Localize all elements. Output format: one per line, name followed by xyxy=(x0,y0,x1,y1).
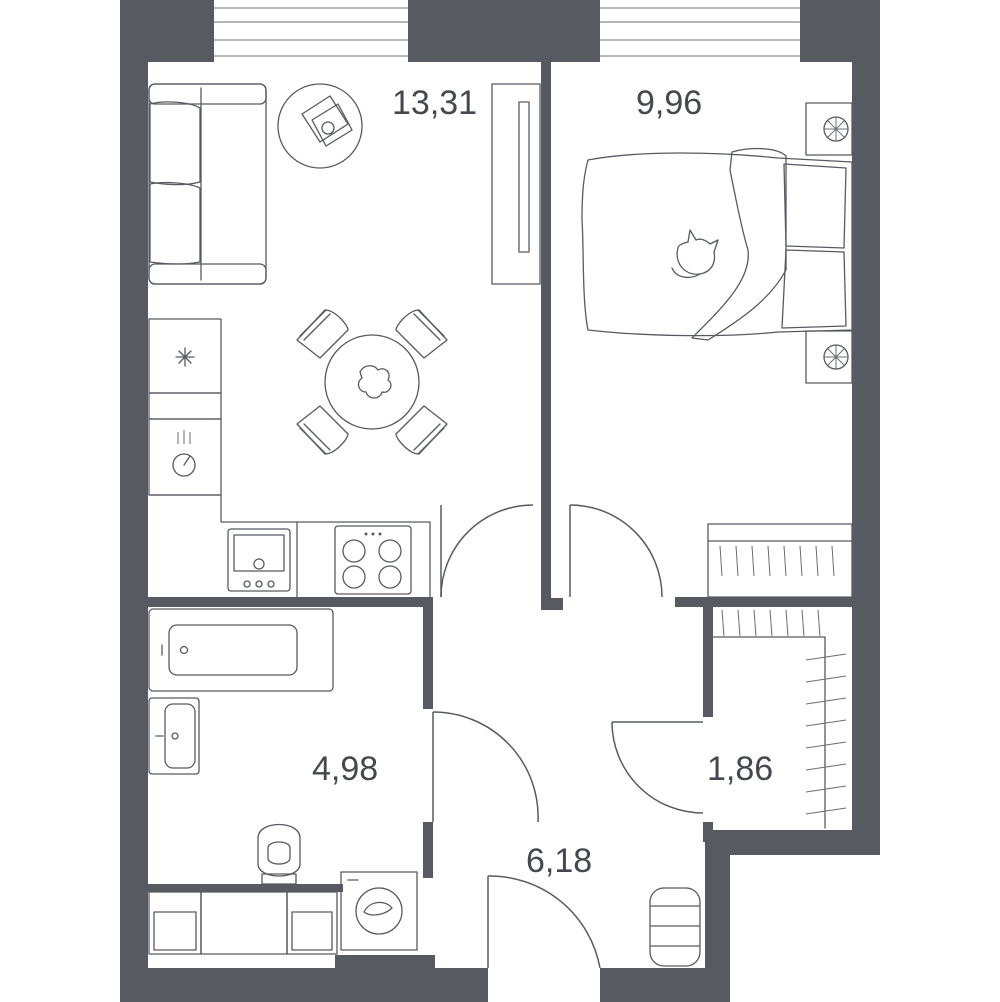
door-swing-icon xyxy=(611,721,704,814)
door-swing-icon xyxy=(440,504,534,598)
wardrobe-icon xyxy=(707,523,853,598)
pouf-icon xyxy=(649,887,701,967)
toilet-icon xyxy=(257,824,301,885)
window-icon xyxy=(214,7,408,57)
bathtub-icon xyxy=(148,608,334,692)
wardrobe-icon xyxy=(712,609,847,829)
living-kitchen-area-label: 13,31 xyxy=(392,84,477,122)
cooktop-icon xyxy=(334,525,412,595)
washbasin-icon xyxy=(148,697,200,775)
bathroom-area-label: 4,98 xyxy=(312,750,378,788)
door-swing-icon xyxy=(569,504,663,598)
walls xyxy=(120,0,880,1002)
window-icon xyxy=(600,7,800,57)
cabinet-icon xyxy=(148,891,338,955)
oven-icon xyxy=(227,528,291,592)
chair-icon xyxy=(395,309,448,359)
closet-area-label: 1,86 xyxy=(707,750,773,788)
dining-table-icon xyxy=(324,334,420,430)
washing-machine-icon xyxy=(340,871,418,951)
coffee-table-icon xyxy=(277,83,363,169)
hallway-area-label: 6,18 xyxy=(526,842,592,880)
kitchen-counter xyxy=(148,494,431,598)
chair-icon xyxy=(296,405,349,455)
chair-icon xyxy=(296,309,349,359)
door-swing-icon xyxy=(487,875,601,969)
bedroom-area-label: 9,96 xyxy=(636,84,702,122)
cat-icon xyxy=(671,229,719,279)
sofa-icon xyxy=(148,83,267,285)
fridge-icon xyxy=(148,318,222,420)
tv-icon xyxy=(491,83,541,285)
bed-icon xyxy=(581,147,853,341)
chair-icon xyxy=(395,405,448,455)
nightstand-icon xyxy=(805,102,853,156)
door-swing-icon xyxy=(432,711,539,823)
sink-icon xyxy=(148,418,222,496)
nightstand-icon xyxy=(805,330,853,384)
